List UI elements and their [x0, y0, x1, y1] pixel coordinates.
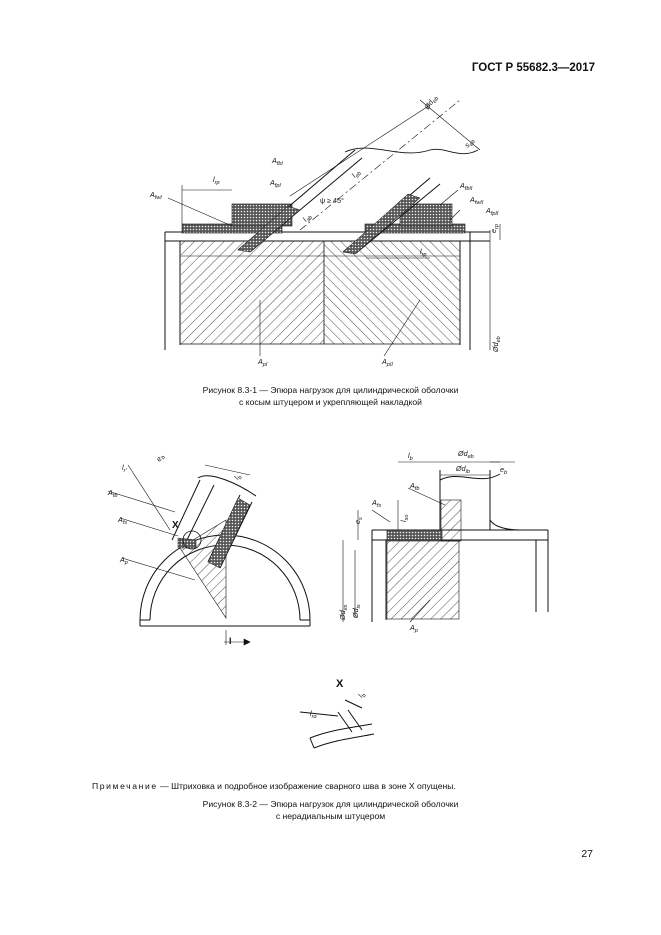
pressure-area-ii — [324, 241, 460, 344]
pressure-area-p — [179, 519, 227, 620]
detail-x-circle — [182, 530, 202, 550]
page-number: 27 — [581, 848, 593, 860]
svg-text:lab: lab — [301, 212, 314, 225]
svg-text:X: X — [172, 520, 179, 531]
svg-text:ψ ≥ 45°: ψ ≥ 45° — [320, 196, 344, 205]
figure-note: Примечание — Штриховка и подробное изобр… — [92, 781, 456, 791]
svg-text:lrp: lrp — [213, 175, 220, 186]
svg-text:Afs: Afs — [371, 498, 381, 509]
svg-text:I: I — [229, 636, 232, 646]
nozzle-wall-left — [237, 205, 301, 253]
svg-text:AfwII: AfwII — [469, 195, 484, 206]
svg-text:erp: erp — [489, 224, 500, 233]
document-code: ГОСТ Р 55682.3—2017 — [471, 62, 595, 74]
detail-x — [299, 699, 375, 749]
nozzle-wall-dots — [207, 497, 251, 569]
svg-text:ApII: ApII — [381, 357, 393, 368]
svg-text:AfbII: AfbII — [459, 181, 473, 192]
svg-text:AfbI: AfbI — [271, 156, 283, 167]
figure-8-3-2: lr' eb lb Afb Afs X Ap I lb Ødeb Ødib eb — [107, 449, 549, 749]
figure2-caption: Рисунок 8.3-2 — Эпюра нагрузок для цилин… — [202, 799, 459, 821]
pressure-area-section — [386, 540, 460, 620]
svg-text:AfpII: AfpII — [485, 206, 499, 217]
svg-text:Ødeb: Ødeb — [422, 93, 441, 113]
svg-text:Ødeb: Ødeb — [491, 336, 502, 353]
svg-text:Ødes: Ødes — [338, 604, 349, 621]
svg-text:Ødib: Ødib — [455, 464, 470, 475]
svg-text:X: X — [336, 678, 344, 690]
svg-text:lso: lso — [399, 515, 410, 522]
fs-dotted-area — [386, 529, 443, 541]
svg-text:Ap: Ap — [409, 623, 418, 634]
svg-text:lb: lb — [232, 472, 244, 482]
svg-text:lb: lb — [356, 690, 368, 700]
svg-text:lr': lr' — [122, 463, 127, 474]
svg-text:Ap: Ap — [119, 555, 128, 566]
svg-text:lro: lro — [310, 709, 317, 720]
svg-text:AfwI: AfwI — [149, 190, 162, 201]
svg-text:Afs: Afs — [117, 515, 127, 526]
figure1-caption: Рисунок 8.3-1 — Эпюра нагрузок для цилин… — [202, 385, 459, 407]
svg-text:Ødis: Ødis — [351, 604, 362, 619]
svg-text:Afb: Afb — [107, 488, 117, 499]
svg-text:lrp: lrp — [420, 247, 427, 258]
svg-text:leb: leb — [350, 168, 363, 181]
svg-text:seb: seb — [462, 136, 477, 150]
nozzle-section-hatch — [440, 499, 462, 542]
svg-text:Afb: Afb — [409, 481, 419, 492]
svg-text:AfpI: AfpI — [269, 178, 281, 189]
svg-text:lb: lb — [408, 451, 413, 462]
pressure-area-i — [181, 241, 324, 344]
svg-text:es: es — [353, 517, 364, 524]
svg-text:eb: eb — [500, 465, 507, 476]
weld-zone-dots — [177, 537, 197, 549]
svg-text:eb: eb — [154, 452, 167, 464]
svg-text:ApI: ApI — [257, 357, 268, 368]
figure-8-3-1: Ødeb seb AfbI AfpI AfwI lrp leb ψ ≥ 45° … — [149, 93, 502, 368]
svg-text:Ødeb: Ødeb — [457, 449, 474, 460]
nozzle-wall-right — [342, 193, 421, 255]
